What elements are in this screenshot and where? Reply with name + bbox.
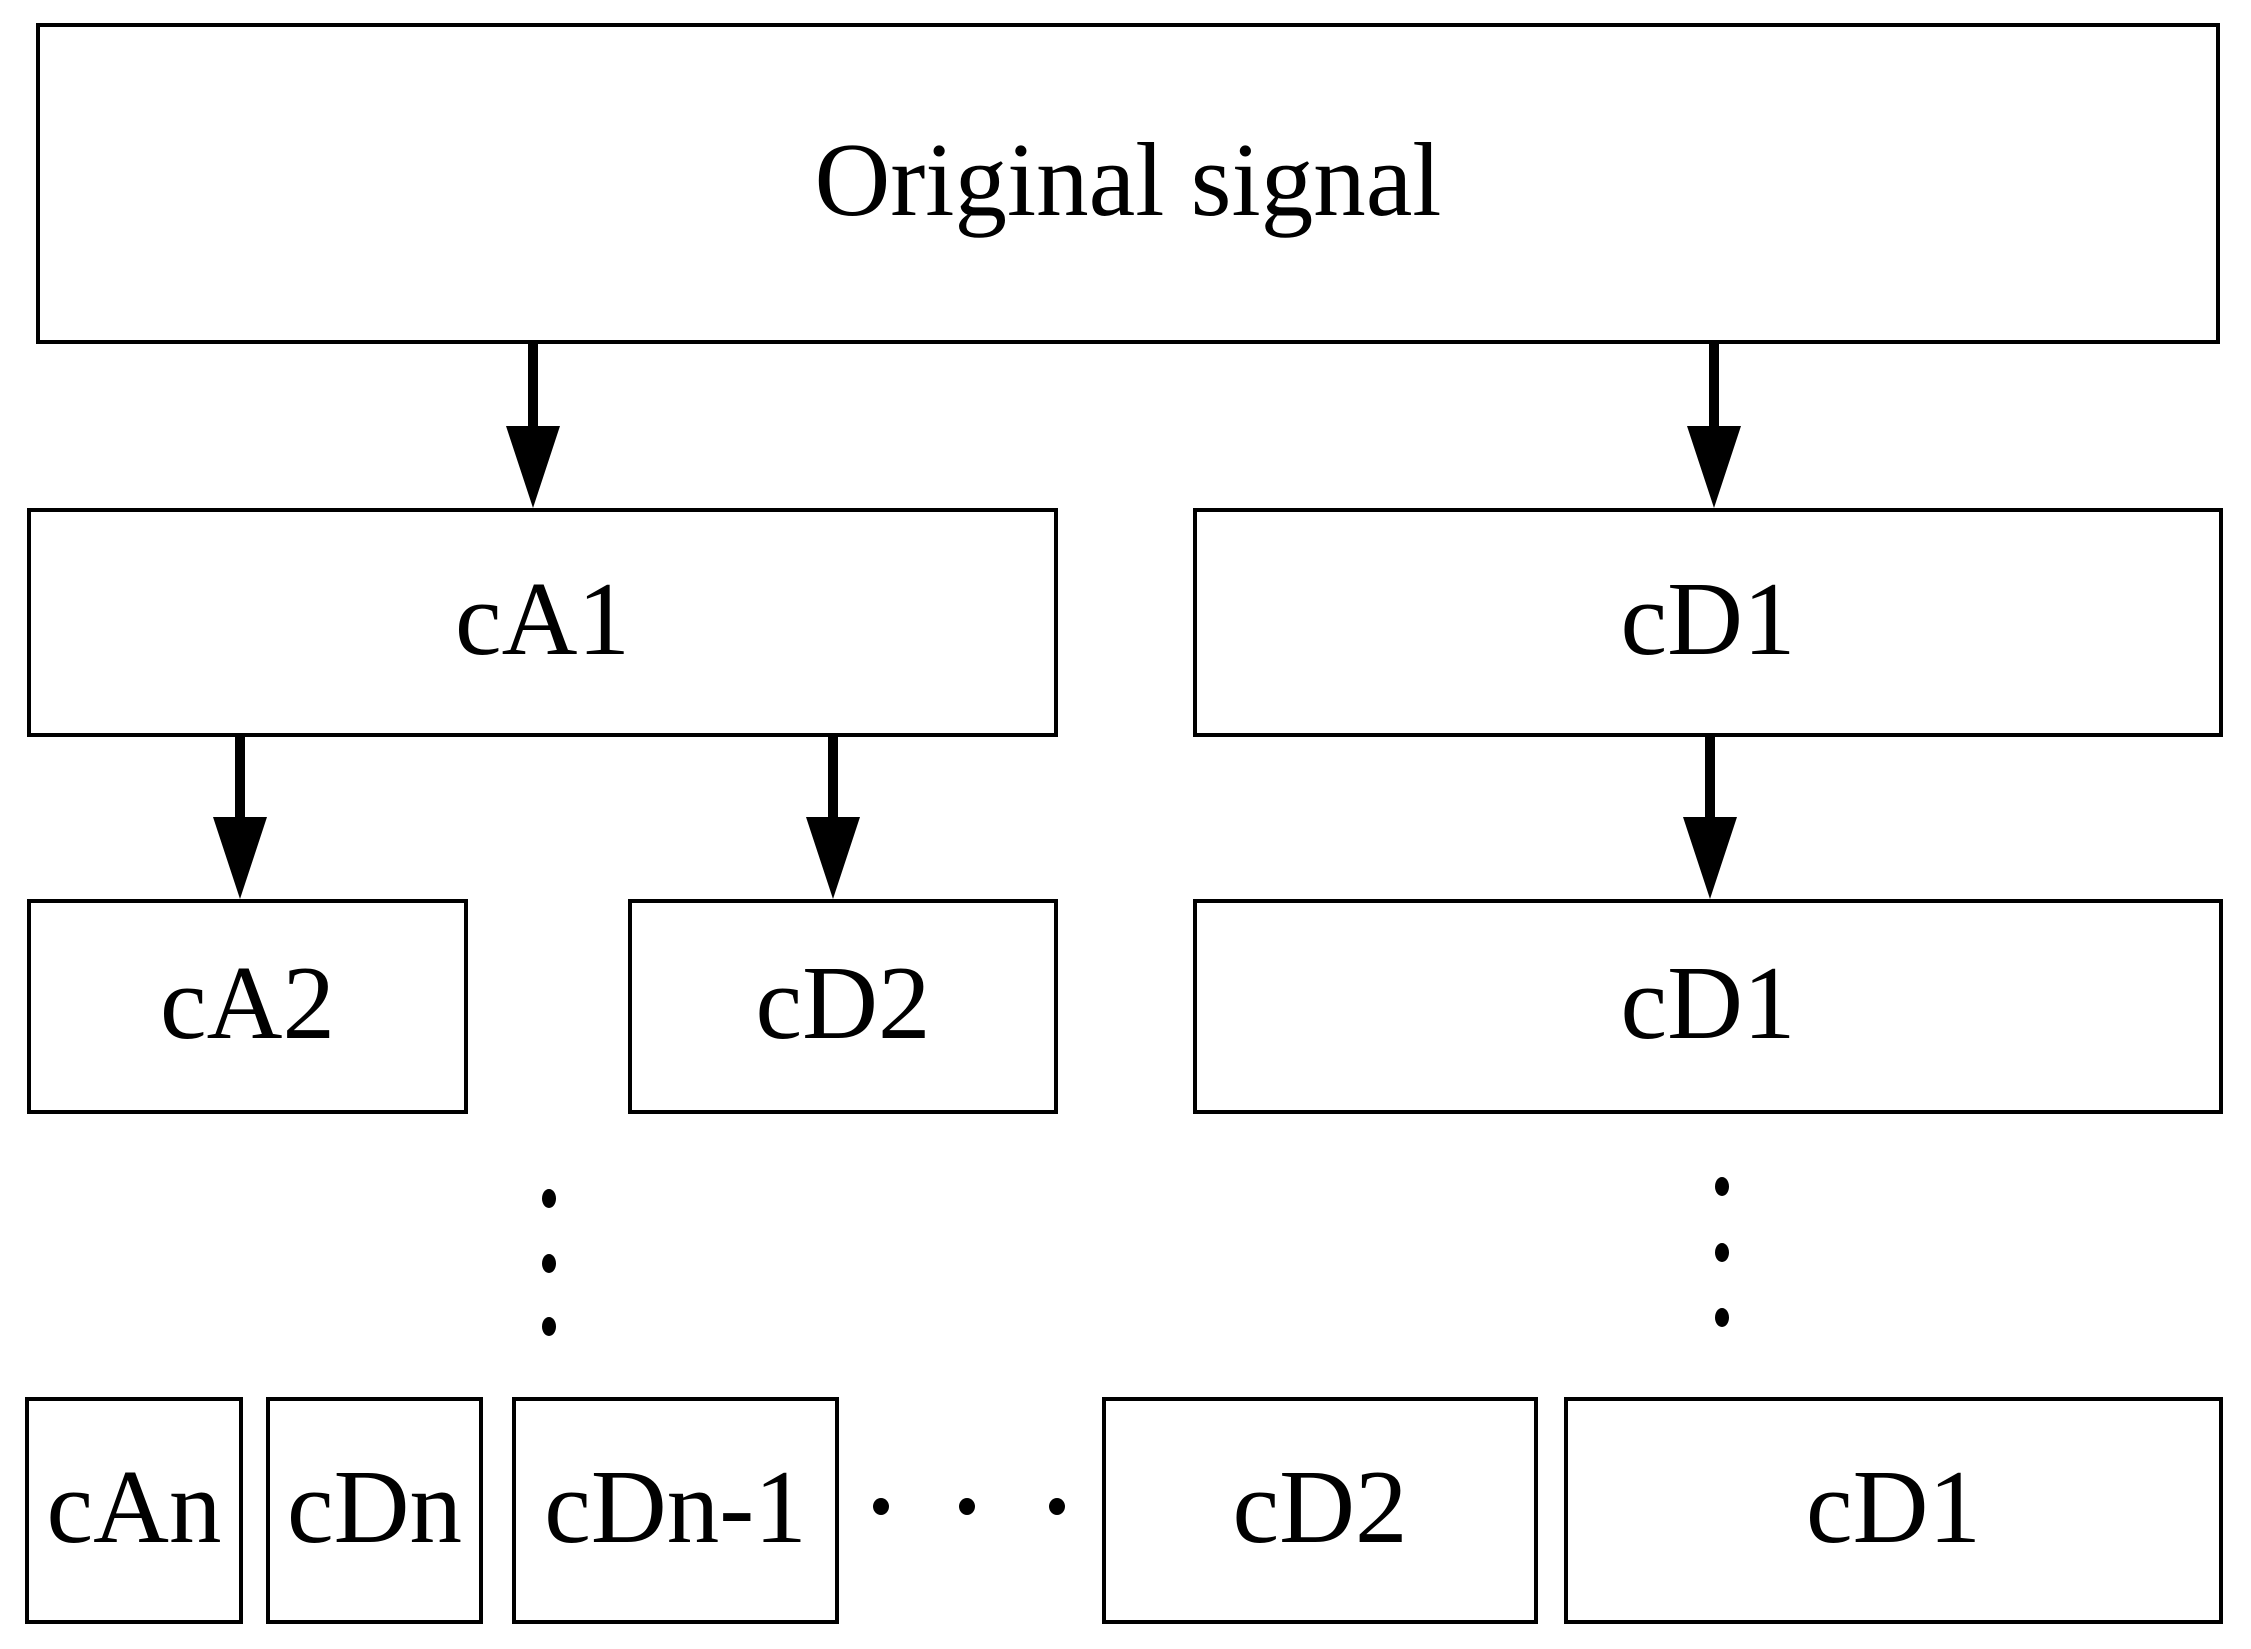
arrow-stem (235, 736, 245, 818)
ellipsis-dot (1715, 1177, 1729, 1196)
ellipsis-dot (1049, 1498, 1065, 1515)
arrowhead-down-icon (1683, 817, 1737, 899)
node-cd1-final: cD1 (1564, 1397, 2223, 1624)
arrowhead-down-icon (213, 817, 267, 899)
node-ca1: cA1 (27, 508, 1058, 737)
node-original-signal: Original signal (36, 23, 2220, 344)
arrow-cd1-to-cd1 (1683, 736, 1737, 899)
arrowhead-down-icon (506, 426, 560, 508)
node-cd1-final-label: cD1 (1806, 1448, 1981, 1565)
node-cdn-label: cDn (287, 1448, 462, 1565)
ellipsis-dot (542, 1189, 556, 1208)
node-cdn: cDn (266, 1397, 483, 1624)
node-original-signal-label: Original signal (814, 121, 1442, 238)
arrow-stem (528, 343, 538, 427)
node-cd2-level3: cD2 (628, 899, 1058, 1114)
ellipsis-dot (542, 1254, 556, 1273)
ellipsis-dot (1715, 1308, 1729, 1327)
arrowhead-down-icon (1687, 426, 1741, 508)
node-cd1-level3-label: cD1 (1620, 944, 1796, 1061)
arrow-original-to-ca1 (506, 343, 560, 508)
node-cd2-final: cD2 (1102, 1397, 1538, 1624)
arrow-stem (828, 736, 838, 818)
ellipsis-dot (542, 1317, 556, 1336)
node-ca2-label: cA2 (160, 944, 335, 1061)
arrowhead-down-icon (806, 817, 860, 899)
node-ca2: cA2 (27, 899, 468, 1114)
arrow-original-to-cd1 (1687, 343, 1741, 508)
node-cd1-level2-label: cD1 (1620, 560, 1796, 677)
node-ca1-label: cA1 (455, 560, 630, 677)
node-cd1-level3: cD1 (1193, 899, 2223, 1114)
arrow-ca1-to-cd2 (806, 736, 860, 899)
node-cd2-level3-label: cD2 (755, 944, 931, 1061)
ellipsis-dot (959, 1498, 975, 1515)
ellipsis-dot (873, 1498, 889, 1515)
node-cdn-minus-1: cDn-1 (512, 1397, 839, 1624)
node-can: cAn (25, 1397, 243, 1624)
arrow-ca1-to-ca2 (213, 736, 267, 899)
node-can-label: cAn (46, 1448, 222, 1565)
arrow-stem (1705, 736, 1715, 818)
ellipsis-dot (1715, 1243, 1729, 1262)
node-cdn-minus-1-label: cDn-1 (544, 1448, 807, 1565)
arrow-stem (1709, 343, 1719, 427)
node-cd1-level2: cD1 (1193, 508, 2223, 737)
node-cd2-final-label: cD2 (1232, 1448, 1408, 1565)
